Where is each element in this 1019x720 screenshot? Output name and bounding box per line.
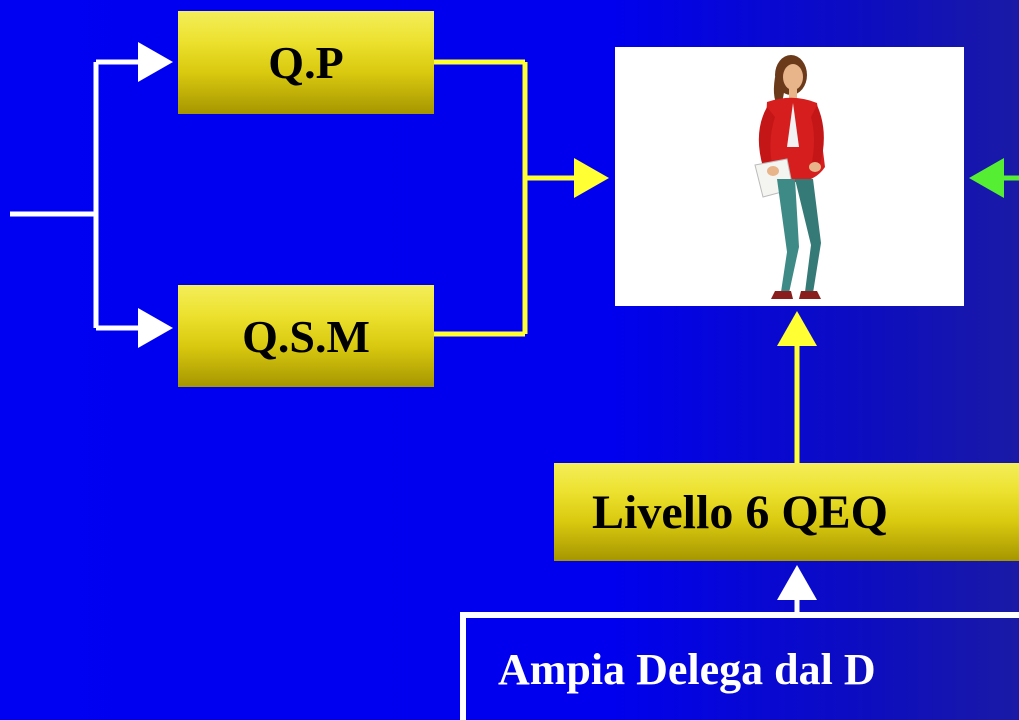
- woman-figure-icon: [754, 55, 825, 299]
- picture-frame: [615, 47, 964, 306]
- qp-box: Q.P: [178, 11, 434, 114]
- delega-label: Ampia Delega dal D: [498, 645, 876, 694]
- qsm-box: Q.S.M: [178, 285, 434, 387]
- delega-box: Ampia Delega dal D: [460, 612, 1019, 720]
- qsm-label: Q.S.M: [242, 310, 370, 362]
- merge-connector: [434, 59, 609, 337]
- qp-label: Q.P: [268, 37, 344, 88]
- livello-label: Livello 6 QEQ: [592, 485, 889, 539]
- livello-box: Livello 6 QEQ: [554, 463, 1019, 561]
- input-split-connector: [10, 42, 173, 348]
